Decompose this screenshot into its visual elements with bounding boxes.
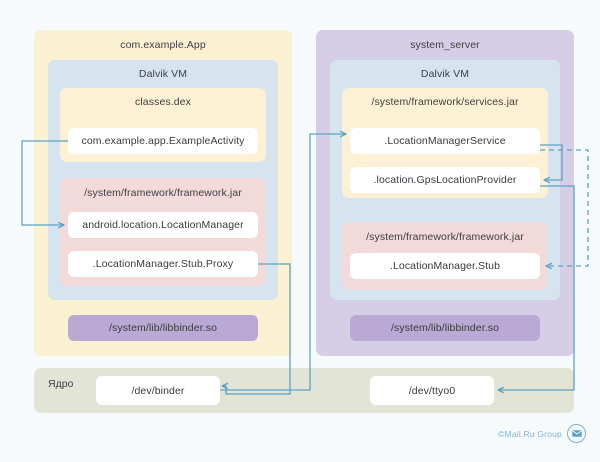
- footer-credit-text: ©Mail.Ru Group: [498, 428, 562, 439]
- class-location-manager-stub-proxy[interactable]: .LocationManager.Stub.Proxy: [68, 251, 258, 277]
- classes-dex-title: classes.dex: [135, 96, 191, 108]
- footer-credit-block: ©Mail.Ru Group: [498, 424, 586, 443]
- app-dalvik-vm-title: Dalvik VM: [138, 68, 188, 80]
- app-libbinder-so[interactable]: /system/lib/libbinder.so: [68, 315, 258, 341]
- device-dev-binder[interactable]: /dev/binder: [96, 376, 220, 405]
- app-process-title: com.example.App: [120, 39, 206, 51]
- app-framework-jar-title: /system/framework/framework.jar: [84, 187, 242, 199]
- class-location-manager[interactable]: android.location.LocationManager: [68, 212, 258, 238]
- server-framework-jar-title: /system/framework/framework.jar: [366, 231, 524, 243]
- kernel-label: Ядро: [48, 378, 74, 390]
- device-dev-ttyo0[interactable]: /dev/ttyo0: [370, 376, 494, 405]
- class-location-manager-service[interactable]: .LocationManagerService: [350, 128, 540, 154]
- server-dalvik-vm-title: Dalvik VM: [420, 68, 470, 80]
- class-gps-location-provider[interactable]: .location.GpsLocationProvider: [350, 167, 540, 193]
- class-location-manager-stub[interactable]: .LocationManager.Stub: [350, 253, 540, 279]
- envelope-icon: [567, 424, 586, 443]
- system-server-title: system_server: [410, 39, 480, 51]
- services-jar-title: /system/framework/services.jar: [371, 96, 519, 108]
- class-example-activity[interactable]: com.example.app.ExampleActivity: [68, 128, 258, 154]
- server-libbinder-so[interactable]: /system/lib/libbinder.so: [350, 315, 540, 341]
